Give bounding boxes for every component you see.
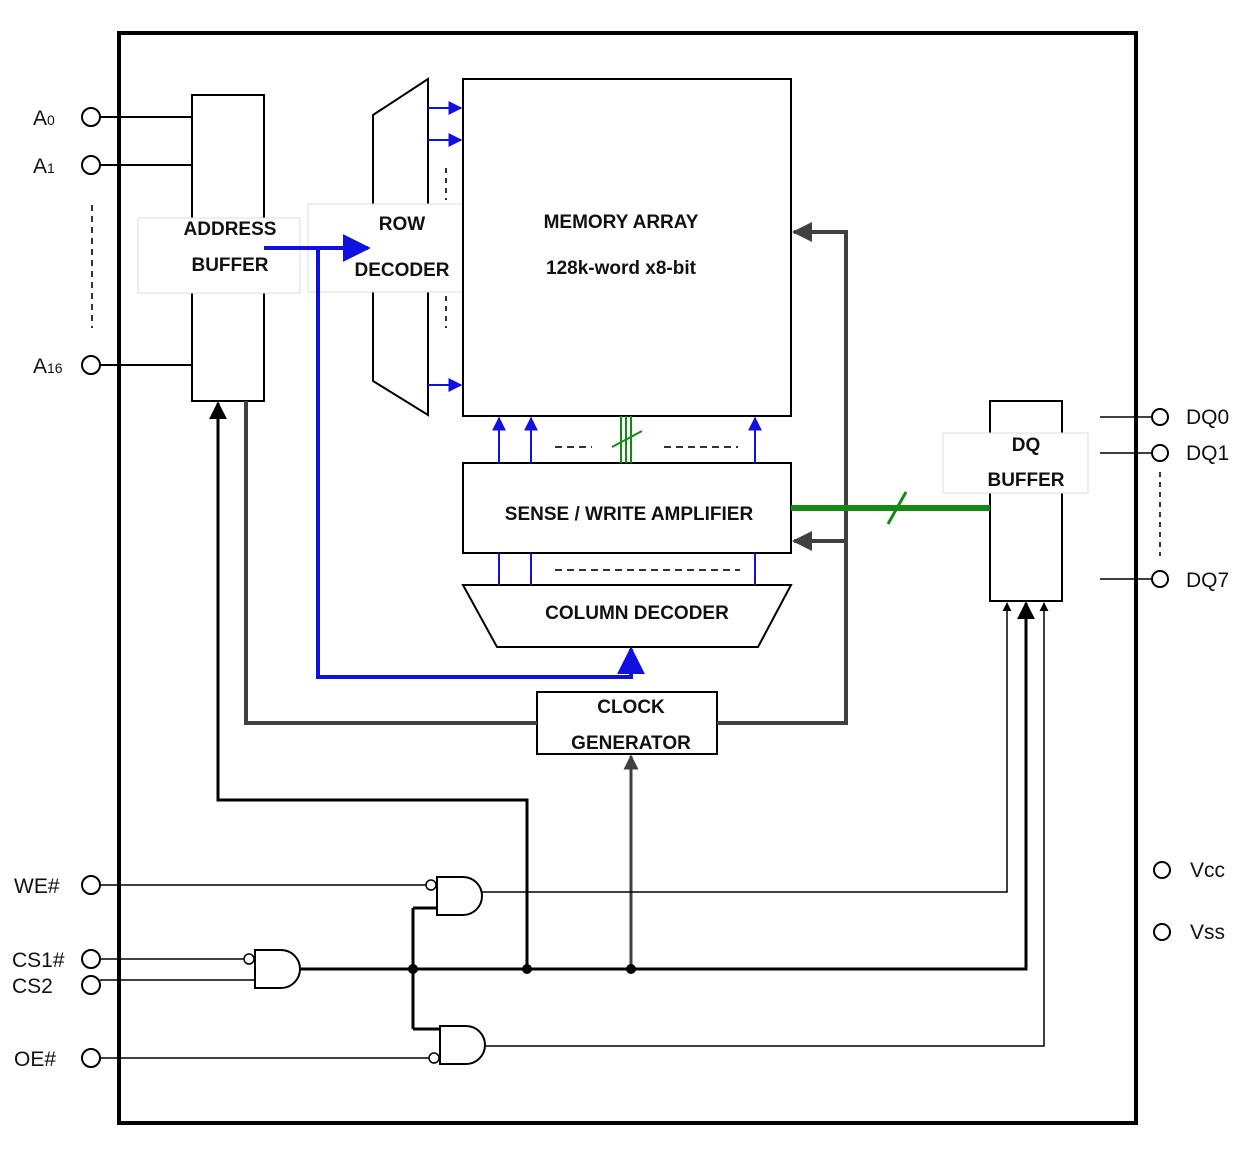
pin-a0-label: A0 — [33, 107, 55, 130]
memory-array-label: MEMORY ARRAY — [544, 212, 699, 233]
pin-cs2 — [81, 975, 101, 995]
pin-dq7 — [1151, 570, 1169, 588]
we-inverter-bubble — [425, 879, 437, 891]
external-data-bus-slash — [886, 491, 908, 525]
we-and-gate — [436, 876, 483, 916]
pin-dq1 — [1151, 444, 1169, 462]
junction-2 — [522, 964, 532, 974]
pin-we-label: WE# — [14, 875, 60, 898]
clock-generator-label-2: GENERATOR — [571, 733, 691, 754]
pin-dq0 — [1151, 408, 1169, 426]
junction-1 — [408, 964, 418, 974]
pin-a16 — [81, 355, 101, 375]
pin-cs1 — [81, 949, 101, 969]
pin-dq0-label: DQ0 — [1186, 406, 1229, 429]
junction-3 — [626, 964, 636, 974]
pin-vcc-label: Vcc — [1190, 859, 1225, 882]
address-buffer-label-1: ADDRESS — [184, 219, 277, 240]
address-to-column-bus — [316, 248, 645, 679]
sense-write-amplifier-label: SENSE / WRITE AMPLIFIER — [505, 504, 754, 525]
pin-a1-label: A1 — [33, 155, 55, 178]
cs1-inverter-bubble — [243, 953, 255, 965]
pin-vss-label: Vss — [1190, 921, 1225, 944]
row-decoder-label-2: DECODER — [354, 260, 449, 281]
cs-to-address-buffer — [209, 401, 529, 969]
internal-data-bus-slash — [611, 430, 643, 448]
we-to-dq-buffer — [482, 602, 1012, 893]
pin-cs1-label: CS1# — [12, 949, 65, 972]
pin-a1 — [81, 155, 101, 175]
address-buffer-label-box — [137, 217, 301, 294]
oe-and-gate — [439, 1025, 486, 1065]
pin-a0 — [81, 107, 101, 127]
pin-cs2-label: CS2 — [12, 975, 53, 998]
address-buffer-label-2: BUFFER — [191, 255, 268, 276]
row-decoder-label-1: ROW — [379, 214, 426, 235]
column-decoder-label: COLUMN DECODER — [545, 603, 729, 624]
pin-a16-label: A16 — [33, 355, 63, 378]
cs-and-gate — [254, 949, 301, 989]
oe-inverter-bubble — [428, 1052, 440, 1064]
clock-to-memory-array — [717, 222, 848, 725]
oe-to-dq-buffer — [485, 602, 1049, 1047]
pin-dq1-label: DQ1 — [1186, 442, 1229, 465]
clock-generator-label-1: CLOCK — [597, 697, 665, 718]
pin-oe — [81, 1048, 101, 1068]
dq-buffer-label-2: BUFFER — [987, 470, 1064, 491]
chip-outline — [117, 31, 1138, 1125]
sense-write-amplifier-block — [462, 462, 792, 554]
clock-to-address-buffer — [244, 401, 537, 725]
chip-select-bus — [300, 601, 1035, 971]
column-decoder-block — [461, 584, 793, 648]
pin-we — [81, 875, 101, 895]
dq-buffer-block — [989, 400, 1063, 602]
pin-vss — [1153, 923, 1171, 941]
memory-array-block — [462, 78, 792, 417]
pin-oe-label: OE# — [14, 1048, 56, 1071]
pin-vcc — [1153, 861, 1171, 879]
memory-array-size-label: 128k-word x8-bit — [546, 258, 697, 279]
dq-buffer-label-1: DQ — [1012, 435, 1041, 456]
dq-buffer-label-box — [942, 432, 1089, 494]
pin-dq7-label: DQ7 — [1186, 569, 1229, 592]
